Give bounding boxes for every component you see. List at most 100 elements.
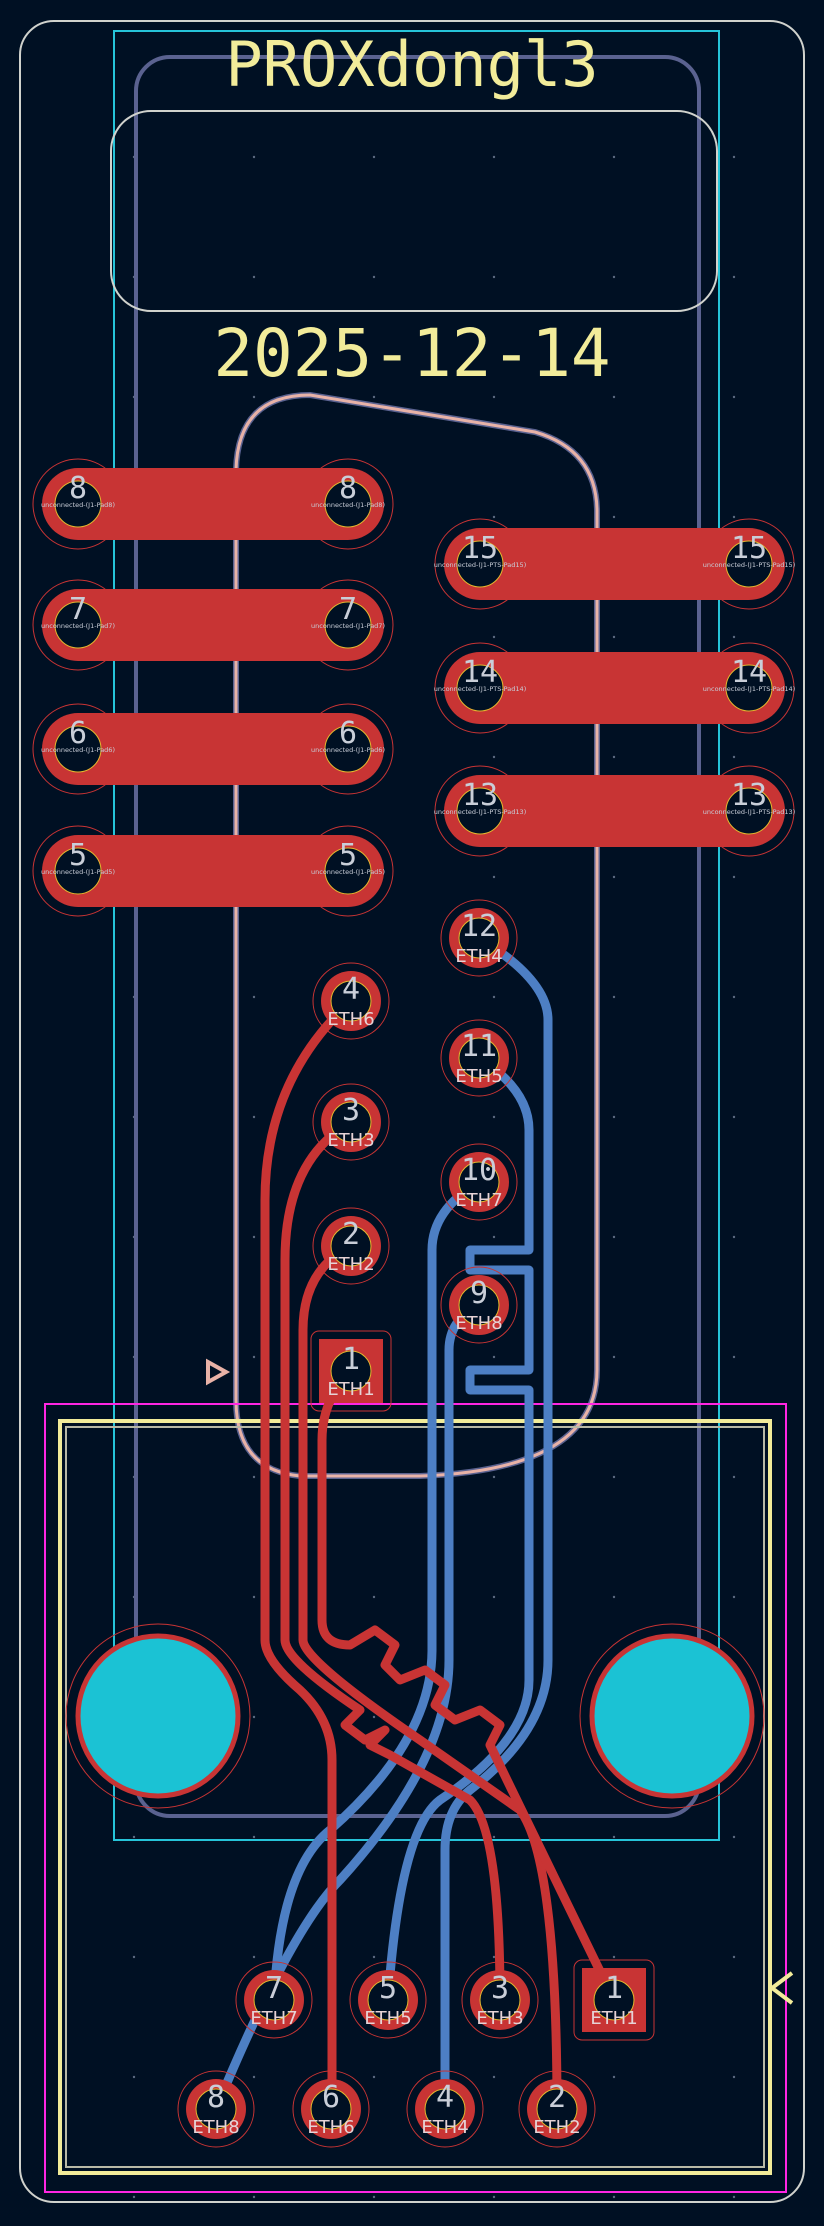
pad-number: 10 xyxy=(461,1153,497,1188)
pad-net-label: ETH3 xyxy=(327,1130,374,1151)
drill-hole xyxy=(367,1979,409,2021)
pad-net-label: unconnected-(J1-PTS-Pad13) xyxy=(703,808,795,816)
mounting-hole-right xyxy=(579,1623,765,1809)
pad-net-label: ETH8 xyxy=(192,2117,239,2138)
drill-hole xyxy=(458,917,500,959)
pad-number: 2 xyxy=(548,2080,566,2115)
courtyard-outline xyxy=(44,1403,787,2193)
pad-number: 1 xyxy=(342,1342,360,1377)
pad-number: 11 xyxy=(461,1029,497,1064)
drill-hole xyxy=(456,540,504,588)
drill-hole xyxy=(479,1979,521,2021)
pad-net-label: unconnected-(J1-Pad6) xyxy=(311,746,385,754)
pad-number: 5 xyxy=(339,838,357,873)
drill-hole xyxy=(458,1284,500,1326)
pads: 8unconnected-(J1-Pad8)8unconnected-(J1-P… xyxy=(32,458,795,2148)
pad-net-label: ETH4 xyxy=(455,946,502,967)
pad-number: 8 xyxy=(69,471,87,506)
slot-pad[interactable]: 13unconnected-(J1-PTS-Pad13)13unconnecte… xyxy=(434,765,795,857)
pad-number: 6 xyxy=(339,716,357,751)
trace-eth3 xyxy=(280,1117,505,2005)
slot-pad[interactable]: 14unconnected-(J1-PTS-Pad14)14unconnecte… xyxy=(434,642,795,734)
pad-net-label: ETH7 xyxy=(250,2008,297,2029)
pad-number: 5 xyxy=(69,838,87,873)
pad-net-label: unconnected-(J1-PTS-Pad15) xyxy=(703,561,795,569)
pad-number: 9 xyxy=(470,1276,488,1311)
pad-number: 6 xyxy=(322,2080,340,2115)
drill-hole xyxy=(54,601,102,649)
back-copper-traces xyxy=(211,933,553,2114)
drill-hole xyxy=(424,2088,466,2130)
slot-pad[interactable]: 5unconnected-(J1-Pad5)5unconnected-(J1-P… xyxy=(32,825,394,917)
pad-number: 13 xyxy=(731,778,767,813)
pad-net-label: ETH2 xyxy=(327,1254,374,1275)
trace-eth6 xyxy=(260,996,356,2114)
drill-hole xyxy=(330,1350,372,1392)
slot-pad[interactable]: 15unconnected-(J1-PTS-Pad15)15unconnecte… xyxy=(434,518,795,610)
drill-hole xyxy=(456,787,504,835)
drill-hole xyxy=(330,980,372,1022)
drill-hole xyxy=(54,847,102,895)
drill-hole xyxy=(195,2088,237,2130)
front-copper-traces xyxy=(260,996,619,2114)
enclosure-outline xyxy=(134,55,701,1818)
drill-hole xyxy=(324,725,372,773)
drill-hole xyxy=(54,725,102,773)
board-title: PROXdongl3 xyxy=(225,28,598,101)
pad-net-label: unconnected-(J1-PTS-Pad14) xyxy=(434,685,526,693)
pad-number: 8 xyxy=(207,2080,225,2115)
slot-pad[interactable]: 6unconnected-(J1-Pad6)6unconnected-(J1-P… xyxy=(32,703,394,795)
drill-hole xyxy=(458,1161,500,1203)
pad-net-label: ETH7 xyxy=(455,1190,502,1211)
drill-hole xyxy=(330,1101,372,1143)
drill-hole xyxy=(458,1037,500,1079)
pad-net-label: ETH1 xyxy=(590,2008,637,2029)
slot-pad[interactable]: 7unconnected-(J1-Pad7)7unconnected-(J1-P… xyxy=(32,579,394,671)
trace-eth2 xyxy=(298,1241,562,2114)
pad-net-label: ETH5 xyxy=(455,1066,502,1087)
drill-hole xyxy=(725,664,773,712)
pad-net-label: ETH1 xyxy=(327,1379,374,1400)
pin1-marker-icon xyxy=(206,1358,231,1386)
board-edge xyxy=(19,20,805,2203)
pad-net-label: unconnected-(J1-Pad7) xyxy=(311,622,385,630)
pad-number: 14 xyxy=(462,655,498,690)
pad-number: 4 xyxy=(436,2080,454,2115)
pad-net-label: ETH6 xyxy=(327,1009,374,1030)
pad-number: 13 xyxy=(462,778,498,813)
pad-number: 8 xyxy=(339,471,357,506)
pad-number: 5 xyxy=(379,1971,397,2006)
pad-number: 12 xyxy=(461,909,497,944)
pad-number: 3 xyxy=(342,1093,360,1128)
drill-hole xyxy=(456,664,504,712)
drill-hole xyxy=(324,480,372,528)
pad-net-label: ETH3 xyxy=(476,2008,523,2029)
pad-number: 14 xyxy=(731,655,767,690)
pad-net-label: unconnected-(J1-Pad5) xyxy=(311,868,385,876)
drill-hole xyxy=(324,601,372,649)
pad-net-label: ETH5 xyxy=(364,2008,411,2029)
pad-number: 1 xyxy=(605,1971,623,2006)
slot-pad[interactable]: 8unconnected-(J1-Pad8)8unconnected-(J1-P… xyxy=(32,458,394,550)
drill-hole xyxy=(593,1979,635,2021)
drill-hole xyxy=(725,540,773,588)
pad-number: 15 xyxy=(462,531,498,566)
pad-net-label: unconnected-(J1-PTS-Pad15) xyxy=(434,561,526,569)
